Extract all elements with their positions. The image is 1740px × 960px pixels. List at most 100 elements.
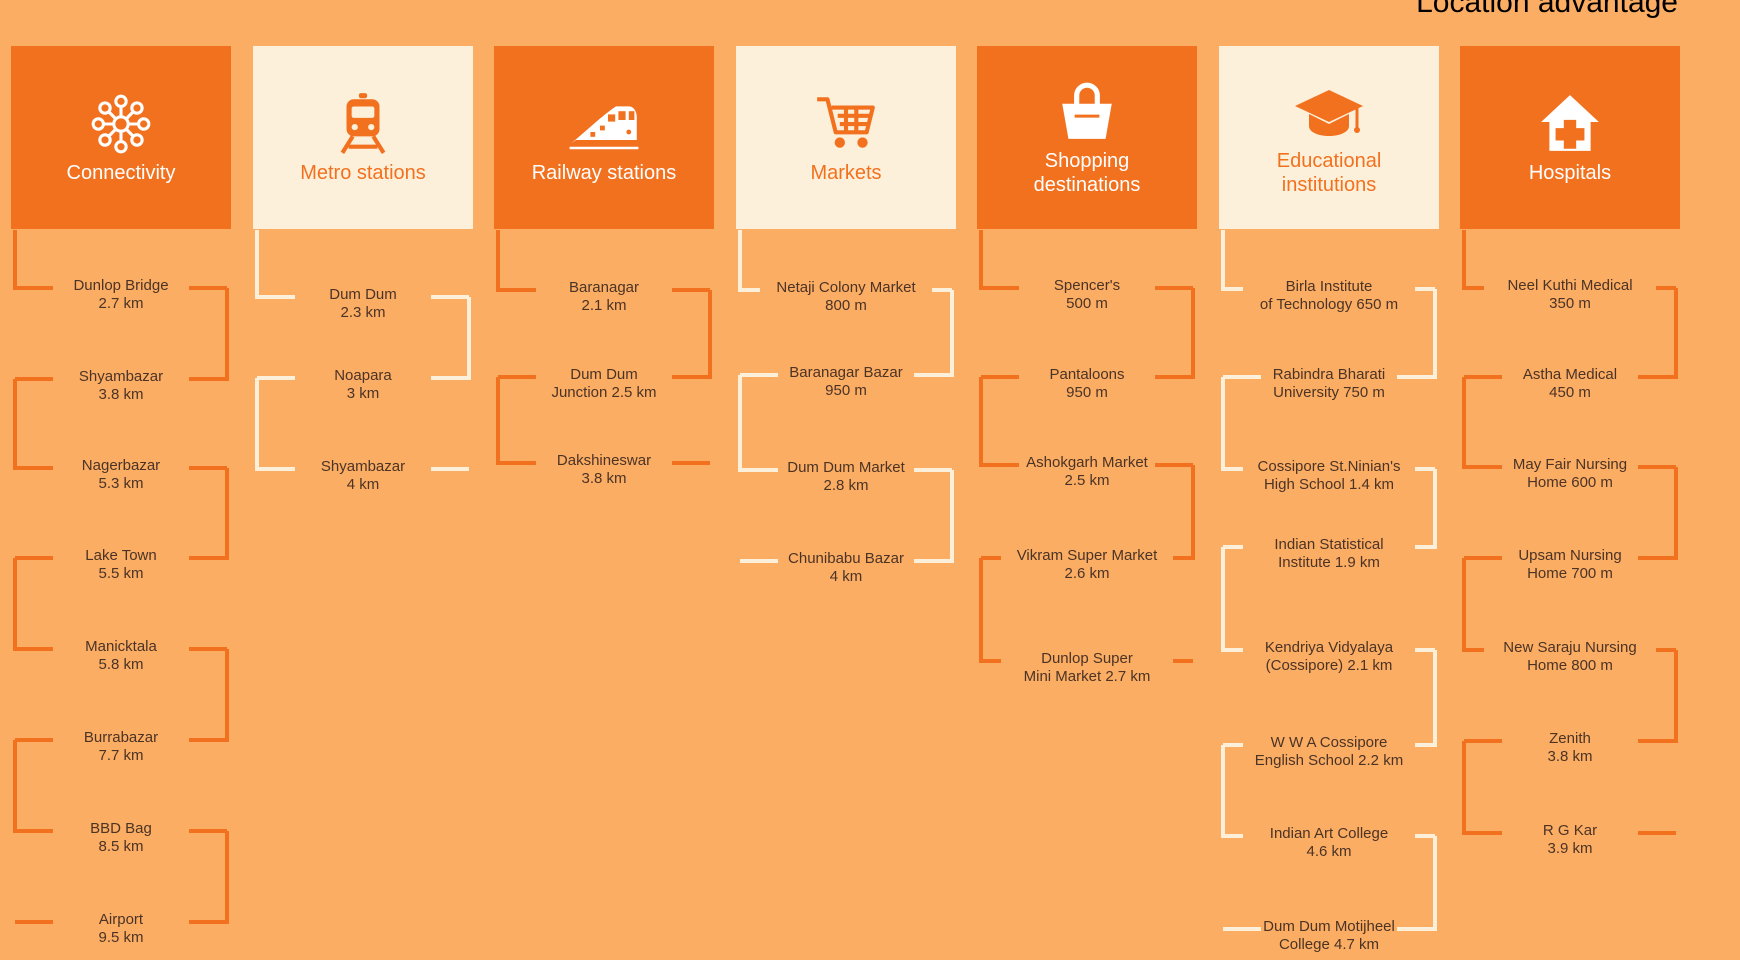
- location-distance: 2.3 km: [340, 304, 386, 321]
- location-distance: 5.5 km: [98, 565, 144, 582]
- location-name: Manicktala: [85, 638, 157, 655]
- location-name: Dakshineswar: [556, 452, 652, 469]
- location-name: Shyambazar: [78, 368, 164, 385]
- location-distance: High School 1.4 km: [1263, 476, 1395, 493]
- location-distance: 3.8 km: [581, 470, 627, 487]
- location-distance: 2.1 km: [581, 297, 627, 314]
- category-title: Markets: [810, 161, 882, 184]
- location-distance: English School 2.2 km: [1254, 752, 1404, 769]
- location-name: Noapara: [334, 367, 392, 384]
- connector-railway-stations: [496, 230, 712, 465]
- location-distance: 9.5 km: [98, 929, 144, 946]
- location-name: Nagerbazar: [81, 457, 161, 474]
- location-distance: 4 km: [829, 568, 863, 585]
- location-name: Dum Dum Motijheel: [1263, 918, 1395, 935]
- location-name: Shyambazar: [320, 458, 406, 475]
- location-name: Indian Art College: [1269, 825, 1389, 842]
- location-name: Dum Dum: [570, 366, 638, 383]
- location-distance: 950 m: [825, 382, 867, 399]
- location-distance: 2.8 km: [823, 477, 869, 494]
- category-card-educational-institutions: Educational institutions: [1219, 46, 1439, 229]
- location-distance: 4 km: [346, 476, 380, 493]
- category-title: Hospitals: [1528, 161, 1612, 184]
- location-distance: 3.9 km: [1547, 840, 1593, 857]
- location-name: W W A Cossipore: [1270, 734, 1388, 751]
- location-name: Airport: [98, 911, 144, 928]
- location-name: Netaji Colony Market: [776, 279, 916, 296]
- location-distance: Mini Market 2.7 km: [1023, 668, 1151, 685]
- location-name: Dum Dum Market: [787, 459, 905, 476]
- location-name: Baranagar: [568, 279, 640, 296]
- category-card-shopping-destinations: Shopping destinations: [977, 46, 1197, 229]
- location-distance: 4.6 km: [1306, 843, 1352, 860]
- category-card-markets: Markets: [736, 46, 956, 229]
- location-name: Chunibabu Bazar: [788, 550, 904, 567]
- location-name: New Saraju Nursing: [1503, 639, 1637, 656]
- graduation-cap-icon: [1293, 79, 1365, 145]
- category-card-railway-stations: Railway stations: [494, 46, 714, 229]
- category-title: Railway stations: [531, 161, 677, 184]
- location-name: Ashokgarh Market: [1026, 454, 1148, 471]
- location-name: Vikram Super Market: [1016, 547, 1158, 564]
- location-name: R G Kar: [1542, 822, 1598, 839]
- location-name: May Fair Nursing: [1512, 456, 1628, 473]
- location-name: Dunlop Bridge: [73, 277, 169, 294]
- location-distance: 2.6 km: [1064, 565, 1110, 582]
- location-name: Cossipore St.Ninian's: [1257, 458, 1401, 475]
- location-distance: 800 m: [825, 297, 867, 314]
- location-distance: 3 km: [346, 385, 380, 402]
- location-name: Upsam Nursing: [1518, 547, 1622, 564]
- location-distance: 3.8 km: [98, 386, 144, 403]
- location-distance: College 4.7 km: [1278, 936, 1380, 953]
- location-distance: Home 600 m: [1527, 474, 1613, 491]
- location-name: Lake Town: [85, 547, 157, 564]
- category-card-connectivity: Connectivity: [11, 46, 231, 229]
- location-name: Indian Statistical: [1274, 536, 1384, 553]
- location-name: BBD Bag: [90, 820, 152, 837]
- category-title: Connectivity: [66, 161, 176, 184]
- location-distance: University 750 m: [1273, 384, 1385, 401]
- location-distance: (Cossipore) 2.1 km: [1265, 657, 1393, 674]
- location-distance: 5.3 km: [98, 475, 144, 492]
- page-title: Location advantage: [1416, 0, 1678, 19]
- location-distance: 450 m: [1549, 384, 1591, 401]
- shopping-bag-icon: [1051, 79, 1123, 145]
- location-name: Astha Medical: [1522, 366, 1618, 383]
- category-title: Shopping destinations: [1033, 149, 1141, 196]
- shopping-cart-icon: [810, 91, 882, 157]
- location-name: Pantaloons: [1049, 366, 1125, 383]
- location-distance: 5.8 km: [98, 656, 144, 673]
- location-name: Dum Dum: [329, 286, 397, 303]
- metro-train-icon: [327, 91, 399, 157]
- category-title: Metro stations: [300, 161, 426, 184]
- location-name: Kendriya Vidyalaya: [1264, 639, 1394, 656]
- category-card-hospitals: Hospitals: [1460, 46, 1680, 229]
- railway-train-icon: [568, 91, 640, 157]
